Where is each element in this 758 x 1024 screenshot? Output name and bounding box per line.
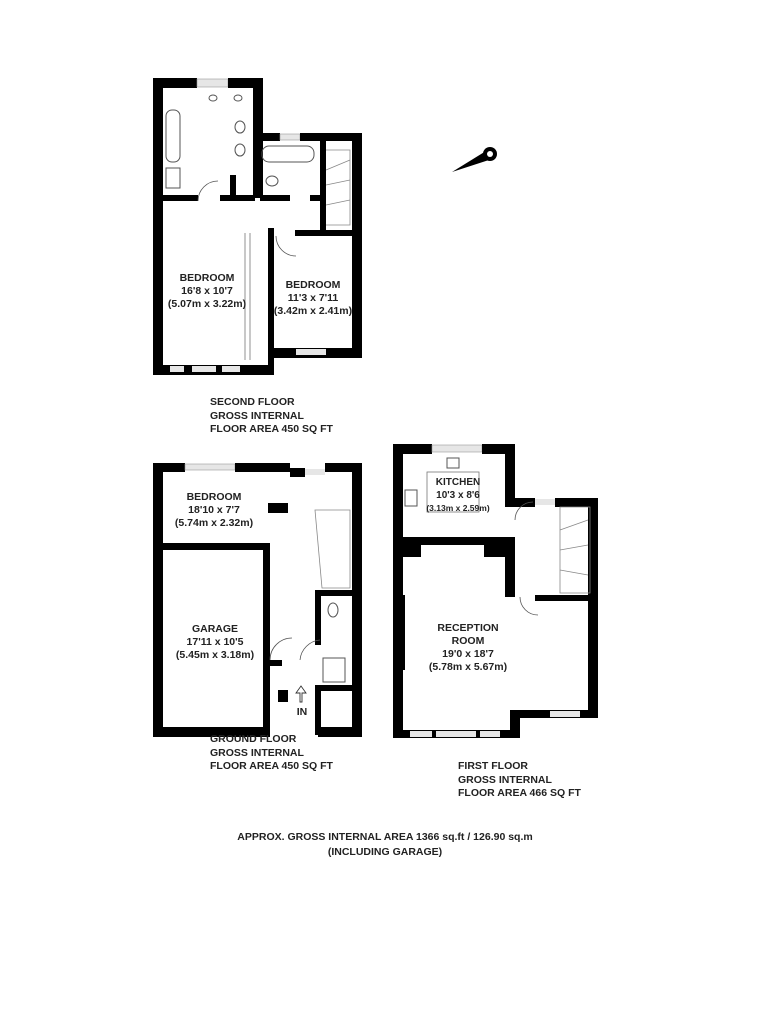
room-name: BEDROOM (186, 491, 242, 503)
caption-line: GROSS INTERNAL (458, 773, 552, 786)
room-label-kitchen: KITCHEN 10'3 x 8'6 (3.13m x 2.59m) (426, 477, 489, 515)
second-floor-plan (153, 78, 362, 375)
caption-line: FLOOR AREA 450 SQ FT (210, 760, 333, 772)
room-size-metric: (5.74m x 2.32m) (174, 517, 254, 529)
caption-line: SECOND FLOOR (210, 396, 295, 408)
including-garage-note: (INCLUDING GARAGE) (327, 846, 443, 858)
first-floor-caption: FIRST FLOOR GROSS INTERNAL FLOOR AREA 46… (458, 760, 581, 801)
caption-line: GROSS INTERNAL (210, 746, 304, 759)
caption-line: GROSS INTERNAL (210, 409, 304, 422)
caption-line: FLOOR AREA 466 SQ FT (458, 787, 581, 799)
room-name-line2: ROOM (451, 635, 485, 647)
room-name: KITCHEN (435, 477, 481, 488)
room-name: BEDROOM (179, 272, 235, 284)
caption-line: GROUND FLOOR (210, 733, 297, 745)
room-size-imperial: 10'3 x 8'6 (436, 489, 480, 501)
room-size-imperial: 16'8 x 10'7 (181, 285, 233, 297)
ground-floor-plan (153, 463, 362, 737)
ground-floor-caption: GROUND FLOOR GROSS INTERNAL FLOOR AREA 4… (210, 733, 333, 774)
room-name: BEDROOM (285, 279, 341, 291)
compass-icon (452, 147, 497, 172)
room-size-imperial: 19'0 x 18'7 (442, 648, 494, 660)
room-label-reception: RECEPTION ROOM 19'0 x 18'7 (5.78m x 5.67… (429, 622, 507, 674)
room-size-metric: (5.78m x 5.67m) (428, 661, 508, 673)
entrance-label: IN (296, 706, 308, 718)
room-size-metric: (3.13m x 2.59m) (426, 503, 490, 513)
room-size-imperial: 11'3 x 7'11 (287, 292, 339, 304)
caption-line: FLOOR AREA 450 SQ FT (210, 423, 333, 435)
total-area-line: APPROX. GROSS INTERNAL AREA 1366 sq.ft /… (237, 831, 533, 843)
room-size-metric: (5.07m x 3.22m) (167, 298, 247, 310)
entrance-arrow-icon (295, 685, 307, 703)
room-size-metric: (3.42m x 2.41m) (273, 305, 353, 317)
room-size-metric: (5.45m x 3.18m) (175, 649, 255, 661)
room-label-garage: GARAGE 17'11 x 10'5 (5.45m x 3.18m) (176, 623, 254, 662)
room-label-ground-bedroom: BEDROOM 18'10 x 7'7 (5.74m x 2.32m) (175, 491, 253, 530)
room-name: RECEPTION (437, 622, 499, 634)
caption-line: FIRST FLOOR (458, 760, 528, 772)
first-floor-plan (393, 444, 598, 738)
room-label-bedroom-2: BEDROOM 11'3 x 7'11 (3.42m x 2.41m) (274, 279, 352, 318)
total-area-caption: APPROX. GROSS INTERNAL AREA 1366 sq.ft /… (237, 830, 532, 860)
second-floor-caption: SECOND FLOOR GROSS INTERNAL FLOOR AREA 4… (210, 396, 333, 437)
room-size-imperial: 18'10 x 7'7 (188, 504, 240, 516)
room-name: GARAGE (191, 623, 239, 635)
room-label-bedroom-1: BEDROOM 16'8 x 10'7 (5.07m x 3.22m) (168, 272, 246, 311)
room-size-imperial: 17'11 x 10'5 (186, 636, 244, 648)
